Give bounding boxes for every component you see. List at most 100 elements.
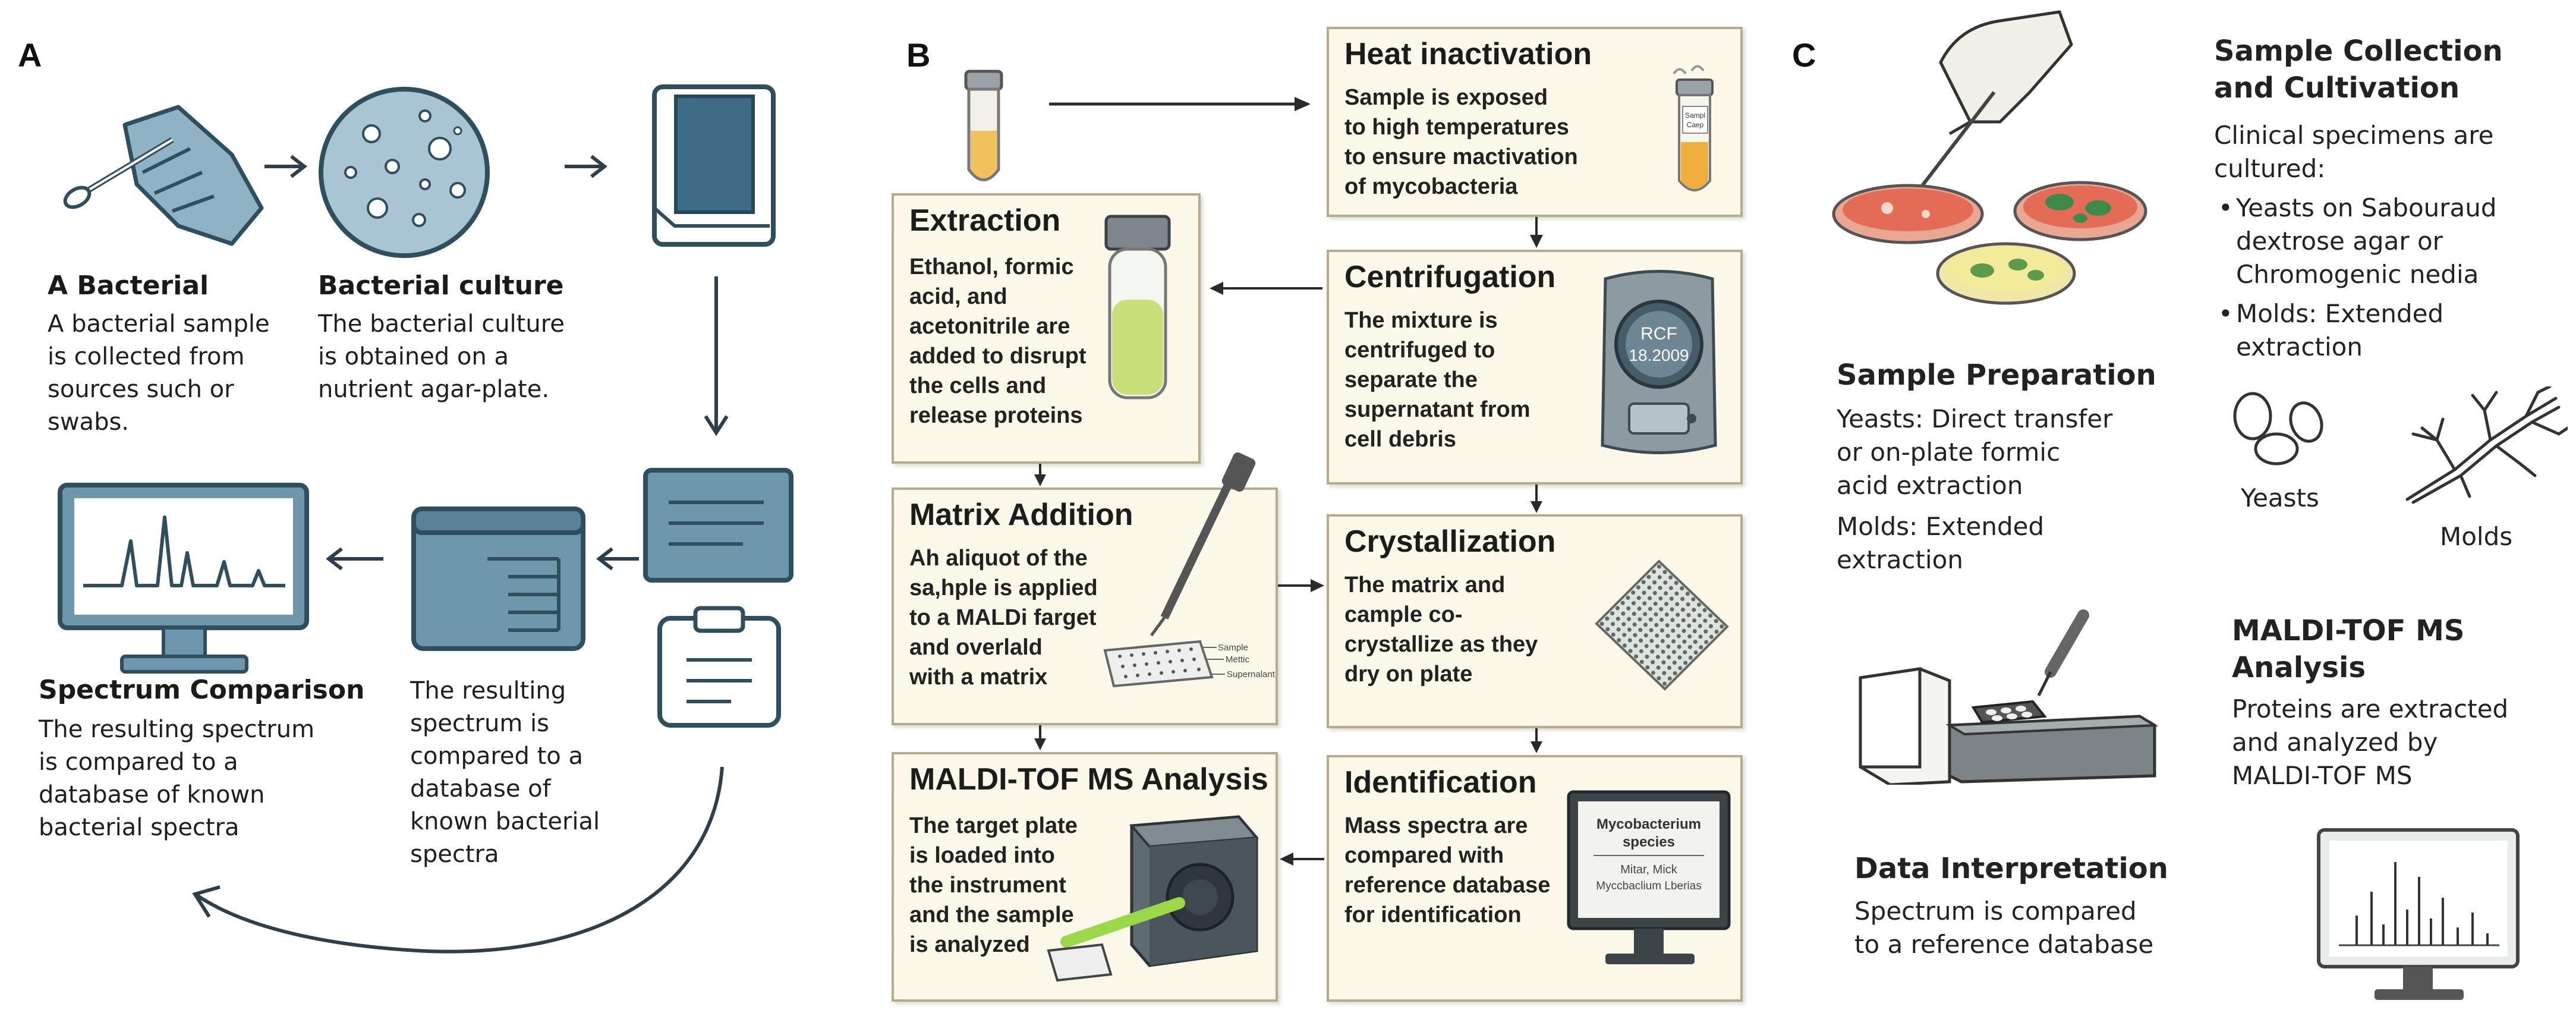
plate-spot — [1682, 639, 1687, 644]
plate-spot — [1671, 639, 1676, 644]
plate-spot — [1703, 629, 1708, 634]
plate-spot — [1615, 616, 1620, 621]
plate-spot — [1632, 622, 1637, 627]
plate-spot — [1611, 633, 1615, 637]
plate-spot — [1667, 665, 1671, 670]
plate-spot — [1637, 606, 1642, 611]
plate-spot — [1665, 634, 1670, 638]
label-sample: Sample — [1218, 643, 1248, 653]
plate-spot — [1621, 611, 1626, 616]
plate-spot — [1622, 633, 1627, 637]
plate-spot — [1599, 621, 1604, 626]
plate-spot — [1639, 649, 1643, 653]
interpretation-title: Data Interpretation — [1854, 852, 2168, 885]
plate-spot — [1669, 596, 1674, 601]
plate-spot — [1636, 596, 1641, 600]
plate-spot — [1633, 643, 1638, 648]
plate-spot — [1656, 665, 1661, 670]
plate-spot — [1633, 633, 1637, 637]
rcf-label: RCF — [1640, 324, 1677, 344]
collection-bullet-2: Molds: Extended extraction — [2236, 299, 2444, 361]
plate-spot — [1677, 644, 1681, 649]
a-step3-text: The resulting spectrum is compared to a … — [39, 716, 315, 841]
plate-spot — [1634, 654, 1639, 659]
plate-spot — [1605, 627, 1610, 631]
plate-spot — [1698, 634, 1703, 639]
plate-spot — [1658, 586, 1662, 590]
label-supernalant: Supernalant — [1227, 669, 1276, 680]
plate-spot — [1657, 575, 1662, 580]
arrow-down-icon — [704, 276, 729, 436]
arrow-right-icon — [1278, 579, 1324, 592]
collection-title: Sample Collection and Cultivation — [2214, 34, 2503, 105]
plate-spot — [1650, 649, 1655, 654]
petri-plate-icon — [319, 87, 490, 258]
heat-title: Heat inactivation — [1344, 37, 1592, 71]
plate-spot — [1617, 638, 1621, 643]
arrow-left-icon — [1210, 282, 1322, 295]
clipboard-icon — [657, 606, 781, 728]
plate-spot — [1637, 617, 1642, 622]
arrow-down-icon — [1034, 464, 1046, 486]
arrow-right-icon — [565, 155, 607, 178]
collection-bullet-1: Yeasts on Sabouraud dextrose agar or Chr… — [2236, 193, 2497, 289]
mold-hyphae-icon — [2405, 386, 2568, 504]
panel-c-label: C — [1792, 36, 1816, 74]
centrifugation-title: Centrifugation — [1344, 260, 1556, 294]
plate-spot — [1673, 671, 1677, 675]
plate-spot — [1668, 575, 1673, 580]
arrow-left-icon — [326, 547, 383, 571]
plate-spot — [1666, 644, 1671, 649]
culture-dishes-icon — [1832, 10, 2147, 305]
plate-spot — [1651, 660, 1655, 665]
plate-spot — [1643, 633, 1648, 638]
plate-spot — [1697, 613, 1702, 618]
heated-tube-icon: Sampl Caep — [1673, 65, 1714, 191]
spectrum-monitor-icon — [58, 483, 309, 674]
plate-spot — [1655, 655, 1660, 659]
target-plate-icon — [1595, 559, 1729, 691]
plate-spot — [1709, 624, 1713, 628]
plate-spot — [1611, 622, 1615, 627]
yeasts-label: Yeasts — [2241, 483, 2319, 512]
crystallization-title: Crystallization — [1344, 524, 1556, 559]
plate-spot — [1655, 633, 1659, 638]
plate-spot — [1644, 644, 1649, 649]
plate-spot — [1627, 627, 1632, 632]
plate-spot — [1662, 681, 1667, 686]
plate-spot — [1688, 644, 1692, 649]
plate-spot — [1667, 655, 1671, 659]
plate-spot — [1692, 608, 1696, 612]
arrow-right-icon — [1049, 97, 1311, 111]
monitor-line-1: Mitar, Mick — [1620, 863, 1678, 876]
reagent-tube-icon — [1104, 215, 1171, 400]
plate-spot — [1667, 676, 1672, 681]
monitor-line-2: Myccbaclium Lberias — [1596, 880, 1701, 892]
plate-spot — [1698, 624, 1702, 628]
plate-spot — [1639, 638, 1643, 643]
a-step1-title: A Bacterial — [48, 270, 209, 301]
plate-spot — [1686, 602, 1690, 607]
a-step4-text: The resulting spectrum is compared to a … — [410, 677, 600, 868]
plate-spot — [1676, 623, 1680, 628]
plate-spot — [1648, 596, 1652, 600]
extraction-box: Extraction Ethanol, formic acid, and ace… — [892, 193, 1201, 464]
arrow-left-icon — [596, 547, 639, 571]
plate-spot — [1671, 650, 1676, 655]
plate-spot — [1626, 606, 1631, 611]
plate-spot — [1649, 628, 1654, 633]
plate-spot — [1688, 655, 1693, 660]
arrow-down-icon — [1034, 725, 1046, 750]
plate-spot — [1620, 600, 1625, 605]
plate-spot — [1636, 585, 1640, 590]
plate-spot — [1651, 671, 1655, 675]
a-step2-title: Bacterial culture — [318, 270, 564, 301]
plate-spot — [1632, 612, 1636, 616]
preparation-text-1: Yeasts: Direct transfer or on-plate form… — [1837, 404, 2113, 500]
pipette-plate-icon: Sample Mettic Supernalant — [1103, 452, 1276, 688]
a-step2-text: The bacterial culture is obtained on a n… — [318, 310, 565, 403]
preparation-text-2: Molds: Extended extraction — [1837, 512, 2045, 574]
arrow-down-icon — [1530, 217, 1543, 248]
plate-spot — [1680, 597, 1685, 601]
test-tube-icon — [964, 70, 1003, 181]
